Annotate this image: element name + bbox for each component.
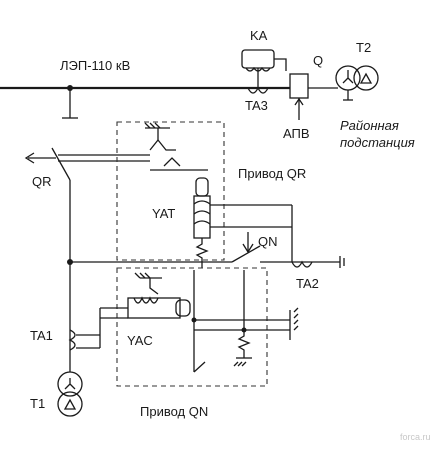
- q-label: Q: [313, 53, 323, 68]
- watermark-text: forca.ru: [400, 432, 431, 442]
- apv-label: АПВ: [283, 126, 310, 141]
- t2-label: T2: [356, 40, 371, 55]
- qn-label: QN: [258, 234, 278, 249]
- t1-label: T1: [30, 396, 45, 411]
- substation-label-line1: Районная: [340, 118, 399, 133]
- switch-qr: [24, 147, 150, 181]
- qr-label: QR: [32, 174, 52, 189]
- drive-qn-box: [116, 267, 268, 387]
- yac-label: YAC: [127, 333, 153, 348]
- power-line-110kv: [0, 85, 338, 91]
- switch-qn: [70, 232, 345, 268]
- coil-yac: [100, 272, 191, 319]
- relay-ka: [241, 49, 287, 88]
- line-label: ЛЭП-110 кВ: [60, 58, 130, 73]
- vertical-branch: [62, 88, 78, 360]
- current-transformer-ta2: [291, 205, 313, 268]
- drive-qn-label: Привод QN: [140, 404, 208, 419]
- current-transformer-ta3: [247, 86, 269, 94]
- substation-label-line2: подстанция: [340, 135, 415, 150]
- ta3-label: TA3: [245, 98, 268, 113]
- yat-label: YAT: [152, 206, 175, 221]
- ta2-label: TA2: [296, 276, 319, 291]
- coil-yat: [193, 177, 292, 268]
- drive-qr-label: Привод QR: [238, 166, 306, 181]
- ka-label: KA: [250, 28, 268, 43]
- qr-latch: [144, 122, 208, 171]
- drive-qr-box: [116, 121, 225, 261]
- breaker-q: [289, 73, 309, 120]
- transformer-t2: [335, 65, 379, 101]
- transformer-t1: [57, 360, 83, 417]
- qn-mechanism: [191, 270, 299, 373]
- current-transformer-ta1: [68, 308, 101, 351]
- ta1-label: TA1: [30, 328, 53, 343]
